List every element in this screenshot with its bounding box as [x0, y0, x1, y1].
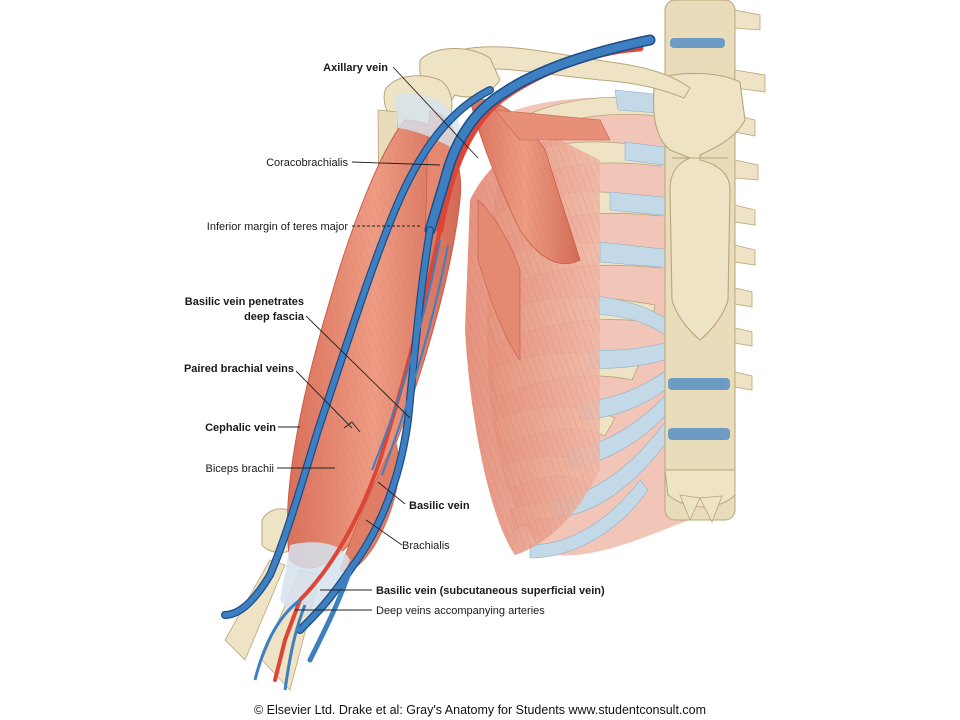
brachial-artery: [273, 228, 442, 682]
pectoral-muscles: [469, 98, 611, 361]
label-coracobrachialis: Coracobrachialis: [266, 157, 348, 169]
vessels: [221, 34, 656, 691]
label-basilic-penetrates-line1: Basilic vein penetrates: [185, 296, 304, 308]
copyright-credit: © Elsevier Ltd. Drake et al: Gray's Anat…: [253, 703, 707, 717]
label-brachialis: Brachialis: [402, 540, 450, 552]
label-biceps-brachii: Biceps brachii: [206, 463, 274, 475]
label-basilic-penetrates-line2: deep fascia: [244, 311, 305, 323]
label-teres-major: Inferior margin of teres major: [207, 221, 349, 233]
forearm-veins: [253, 598, 307, 691]
label-paired-brachial-veins: Paired brachial veins: [184, 363, 294, 375]
label-basilic-vein: Basilic vein: [409, 500, 470, 512]
sternum: [652, 72, 746, 341]
labels: Axillary vein Coracobrachialis Inferior …: [184, 62, 605, 617]
label-cephalic-vein: Cephalic vein: [205, 422, 276, 434]
label-axillary-vein: Axillary vein: [323, 62, 388, 74]
leader-lines: [277, 66, 479, 611]
label-basilic-subcutaneous: Basilic vein (subcutaneous superficial v…: [376, 585, 605, 597]
shoulder-fascia: [395, 93, 460, 150]
label-deep-veins: Deep veins accompanying arteries: [376, 605, 545, 617]
paired-brachial-veins-shape: [371, 239, 449, 476]
